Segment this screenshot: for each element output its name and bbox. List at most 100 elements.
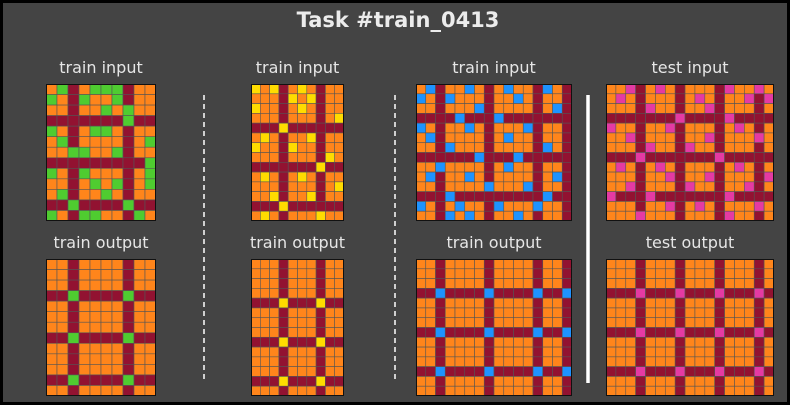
grid-cell	[260, 93, 270, 104]
grid-cell	[493, 171, 505, 183]
grid-cell	[561, 317, 572, 328]
grid-cell	[260, 181, 270, 192]
grid-cell	[694, 278, 706, 289]
pair-1-input-grid	[46, 84, 156, 221]
grid-cell	[522, 356, 534, 367]
grid-cell	[655, 152, 666, 163]
grid-cell	[287, 278, 298, 289]
grid-cell	[763, 356, 774, 367]
grid-cell	[615, 288, 627, 299]
grid-cell	[763, 317, 774, 328]
grid-cell	[111, 136, 124, 148]
grid-cell	[133, 279, 146, 291]
grid-cell	[334, 201, 344, 212]
grid-cell	[251, 385, 261, 396]
grid-cell	[89, 321, 102, 334]
grid-cell	[89, 199, 102, 211]
grid-cell	[133, 94, 146, 106]
grid-cell	[133, 136, 146, 148]
grid-cell	[334, 171, 344, 183]
grid-border	[416, 84, 572, 221]
grid-cell	[435, 366, 446, 377]
grid-cell	[503, 297, 514, 309]
grid-cell	[444, 278, 456, 289]
grid-cell	[122, 115, 135, 127]
grid-cell	[503, 346, 514, 358]
grid-cell	[483, 376, 495, 387]
grid-cell	[306, 152, 317, 163]
grid-cell	[664, 288, 676, 299]
grid-cell	[704, 317, 716, 328]
grid-cell	[251, 297, 261, 309]
grid-cell	[297, 171, 308, 183]
grid-cell	[278, 93, 289, 104]
grid-cell	[325, 201, 336, 212]
grid-cell	[297, 317, 308, 328]
grid-cell	[334, 132, 344, 144]
grid-cell	[251, 201, 261, 212]
grid-cell	[306, 161, 317, 173]
grid-cell	[297, 201, 308, 212]
grid-cell	[122, 94, 135, 106]
grid-cell	[306, 268, 317, 279]
grid-cell	[269, 317, 280, 328]
grid-cell	[522, 346, 534, 358]
grid-cell	[542, 366, 553, 377]
grid-cell	[615, 191, 627, 202]
grid-cell	[100, 353, 113, 365]
grid-cell	[655, 317, 666, 328]
grid-cell	[133, 125, 146, 137]
grid-cell	[522, 161, 534, 173]
grid-cell	[694, 113, 706, 124]
grid-cell	[635, 161, 646, 173]
grid-cell	[278, 297, 289, 309]
grid-cell	[111, 343, 124, 355]
grid-cell	[416, 259, 427, 270]
grid-cell	[561, 297, 572, 309]
grid-cell	[67, 259, 80, 270]
grid-cell	[561, 142, 572, 153]
grid-cell	[561, 191, 572, 202]
grid-cell	[744, 346, 755, 358]
grid-cell	[734, 317, 745, 328]
grid-cell	[744, 171, 755, 183]
grid-cell	[493, 181, 505, 192]
pair-2-input-grid	[251, 84, 344, 221]
grid-cell	[532, 84, 544, 95]
grid-cell	[454, 346, 466, 358]
grid-cell	[763, 113, 774, 124]
grid-cell	[542, 288, 553, 299]
grid-cell	[483, 336, 495, 348]
grid-cell	[763, 191, 774, 202]
grid-cell	[100, 146, 113, 159]
grid-cell	[144, 199, 156, 211]
grid-cell	[435, 346, 446, 358]
grid-cell	[334, 93, 344, 104]
grid-cell	[645, 210, 656, 221]
grid-cell	[251, 181, 261, 192]
grid-cell	[315, 181, 326, 192]
grid-cell	[674, 356, 686, 367]
grid-cell	[287, 181, 298, 192]
grid-cell	[674, 317, 686, 328]
grid-cell	[753, 288, 765, 299]
grid-cell	[315, 288, 326, 299]
grid-cell	[56, 94, 69, 106]
grid-cell	[474, 259, 485, 270]
grid-cell	[655, 191, 666, 202]
grid-cell	[315, 210, 326, 221]
grid-cell	[297, 327, 308, 338]
grid-cell	[714, 122, 725, 134]
grid-cell	[251, 93, 261, 104]
grid-cell	[425, 288, 436, 299]
grid-cell	[464, 297, 475, 309]
grid-cell	[684, 210, 696, 221]
grid-cell	[89, 94, 102, 106]
grid-cell	[454, 317, 466, 328]
grid-cell	[416, 307, 427, 319]
grid-cell	[704, 346, 716, 358]
grid-cell	[714, 288, 725, 299]
grid-cell	[464, 366, 475, 377]
grid-cell	[89, 290, 102, 302]
grid-cell	[763, 142, 774, 153]
